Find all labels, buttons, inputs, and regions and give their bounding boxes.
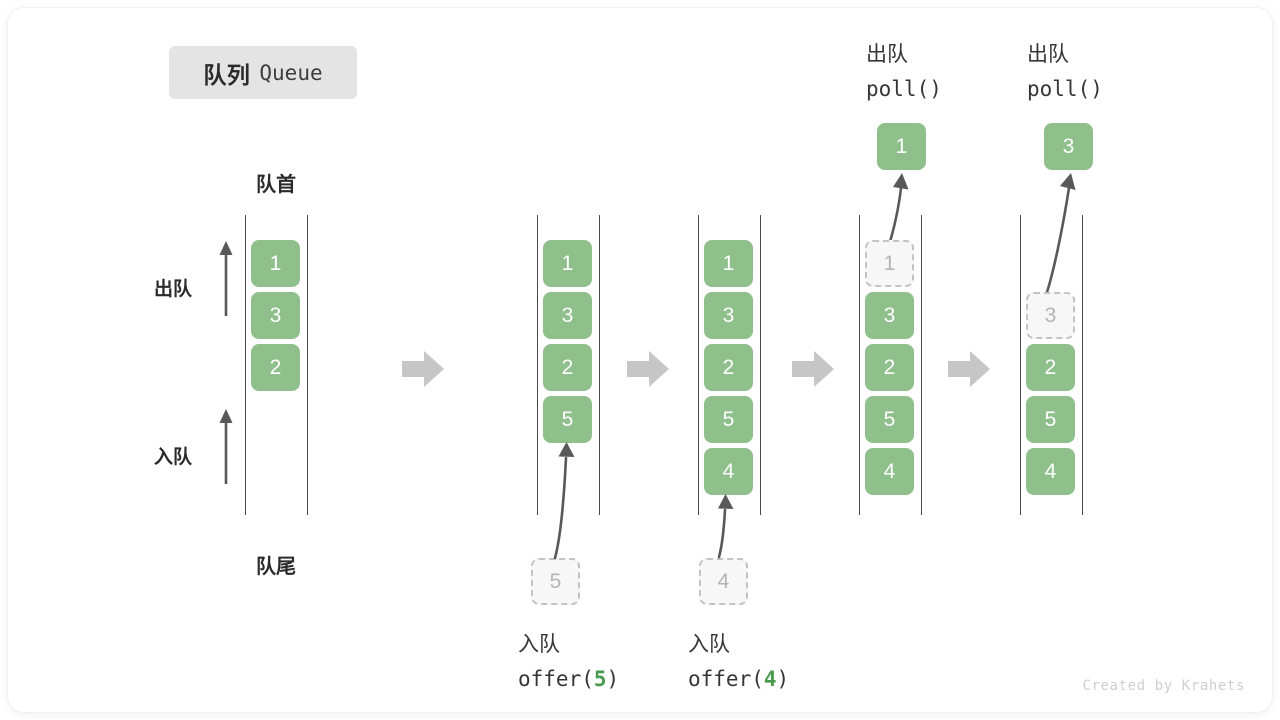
queue-rail-right-4 xyxy=(921,215,922,515)
title-english: Queue xyxy=(259,60,323,85)
watermark-credit: Created by Krahets xyxy=(1082,678,1245,694)
title-chinese: 队列 xyxy=(203,61,251,88)
step-arrow-icon xyxy=(948,351,990,387)
queue-cell: 3 xyxy=(865,292,914,339)
queue-rail-left-1 xyxy=(245,215,246,515)
operation-label-cn: 出队 xyxy=(1027,43,1069,66)
queue-rear-label: 队尾 xyxy=(256,556,296,578)
enqueue-curve-arrow-icon xyxy=(553,442,575,560)
popped-cell: 3 xyxy=(1044,123,1093,170)
queue-cell: 3 xyxy=(543,292,592,339)
operation-label-code: poll() xyxy=(1027,77,1103,102)
queue-cell: 2 xyxy=(865,344,914,391)
queue-cell: 2 xyxy=(251,344,300,391)
step-arrow-icon xyxy=(792,351,834,387)
queue-cell: 2 xyxy=(543,344,592,391)
queue-rail-right-1 xyxy=(307,215,308,515)
popped-cell: 1 xyxy=(877,123,926,170)
queue-cell: 4 xyxy=(1026,448,1075,495)
queue-front-label: 队首 xyxy=(256,174,296,196)
operation-label-cn: 入队 xyxy=(688,633,730,656)
incoming-ghost-cell: 4 xyxy=(699,558,748,605)
step-arrow-icon xyxy=(627,351,669,387)
queue-cell-new: 4 xyxy=(704,448,753,495)
queue-rail-left-2 xyxy=(537,215,538,515)
queue-cell-new: 5 xyxy=(543,396,592,443)
incoming-ghost-cell: 5 xyxy=(531,558,580,605)
queue-cell: 5 xyxy=(865,396,914,443)
queue-rail-right-2 xyxy=(599,215,600,515)
queue-rail-right-5 xyxy=(1082,215,1083,515)
queue-cell: 1 xyxy=(251,240,300,287)
operation-label-offer-5: 入队 offer(5) xyxy=(518,628,619,696)
operation-label-cn: 出队 xyxy=(866,43,908,66)
queue-cell: 1 xyxy=(543,240,592,287)
operation-label-code: offer(5) xyxy=(518,667,620,692)
operation-label-code: offer(4) xyxy=(688,667,790,692)
dequeue-direction-arrow-icon xyxy=(219,241,233,316)
queue-cell-removed: 3 xyxy=(1026,292,1075,339)
queue-cell: 4 xyxy=(865,448,914,495)
queue-rail-left-5 xyxy=(1020,215,1021,515)
operation-label-poll-1: 出队 poll() xyxy=(866,38,942,106)
operation-label-code: poll() xyxy=(866,77,942,102)
dequeue-curve-arrow-icon xyxy=(1042,173,1076,303)
enqueue-direction-arrow-icon xyxy=(219,409,233,484)
queue-rail-right-3 xyxy=(760,215,761,515)
queue-cell-removed: 1 xyxy=(865,240,914,287)
queue-rail-left-3 xyxy=(698,215,699,515)
queue-cell: 5 xyxy=(704,396,753,443)
dequeue-direction-label: 出队 xyxy=(154,279,193,300)
step-arrow-icon xyxy=(402,351,444,387)
queue-cell: 2 xyxy=(704,344,753,391)
queue-cell: 2 xyxy=(1026,344,1075,391)
queue-rail-left-4 xyxy=(859,215,860,515)
queue-cell: 1 xyxy=(704,240,753,287)
queue-cell: 5 xyxy=(1026,396,1075,443)
operation-label-poll-3: 出队 poll() xyxy=(1027,38,1103,106)
diagram-canvas: 队列 Queue 队首 队尾 1 3 2 出队 入队 1 3 2 5 5 入队 … xyxy=(8,8,1272,712)
queue-cell: 3 xyxy=(704,292,753,339)
queue-cell: 3 xyxy=(251,292,300,339)
diagram-title-chip: 队列 Queue xyxy=(169,46,357,99)
enqueue-curve-arrow-icon xyxy=(717,494,734,559)
enqueue-direction-label: 入队 xyxy=(154,447,193,468)
operation-label-cn: 入队 xyxy=(518,633,560,656)
operation-label-offer-4: 入队 offer(4) xyxy=(688,628,789,696)
